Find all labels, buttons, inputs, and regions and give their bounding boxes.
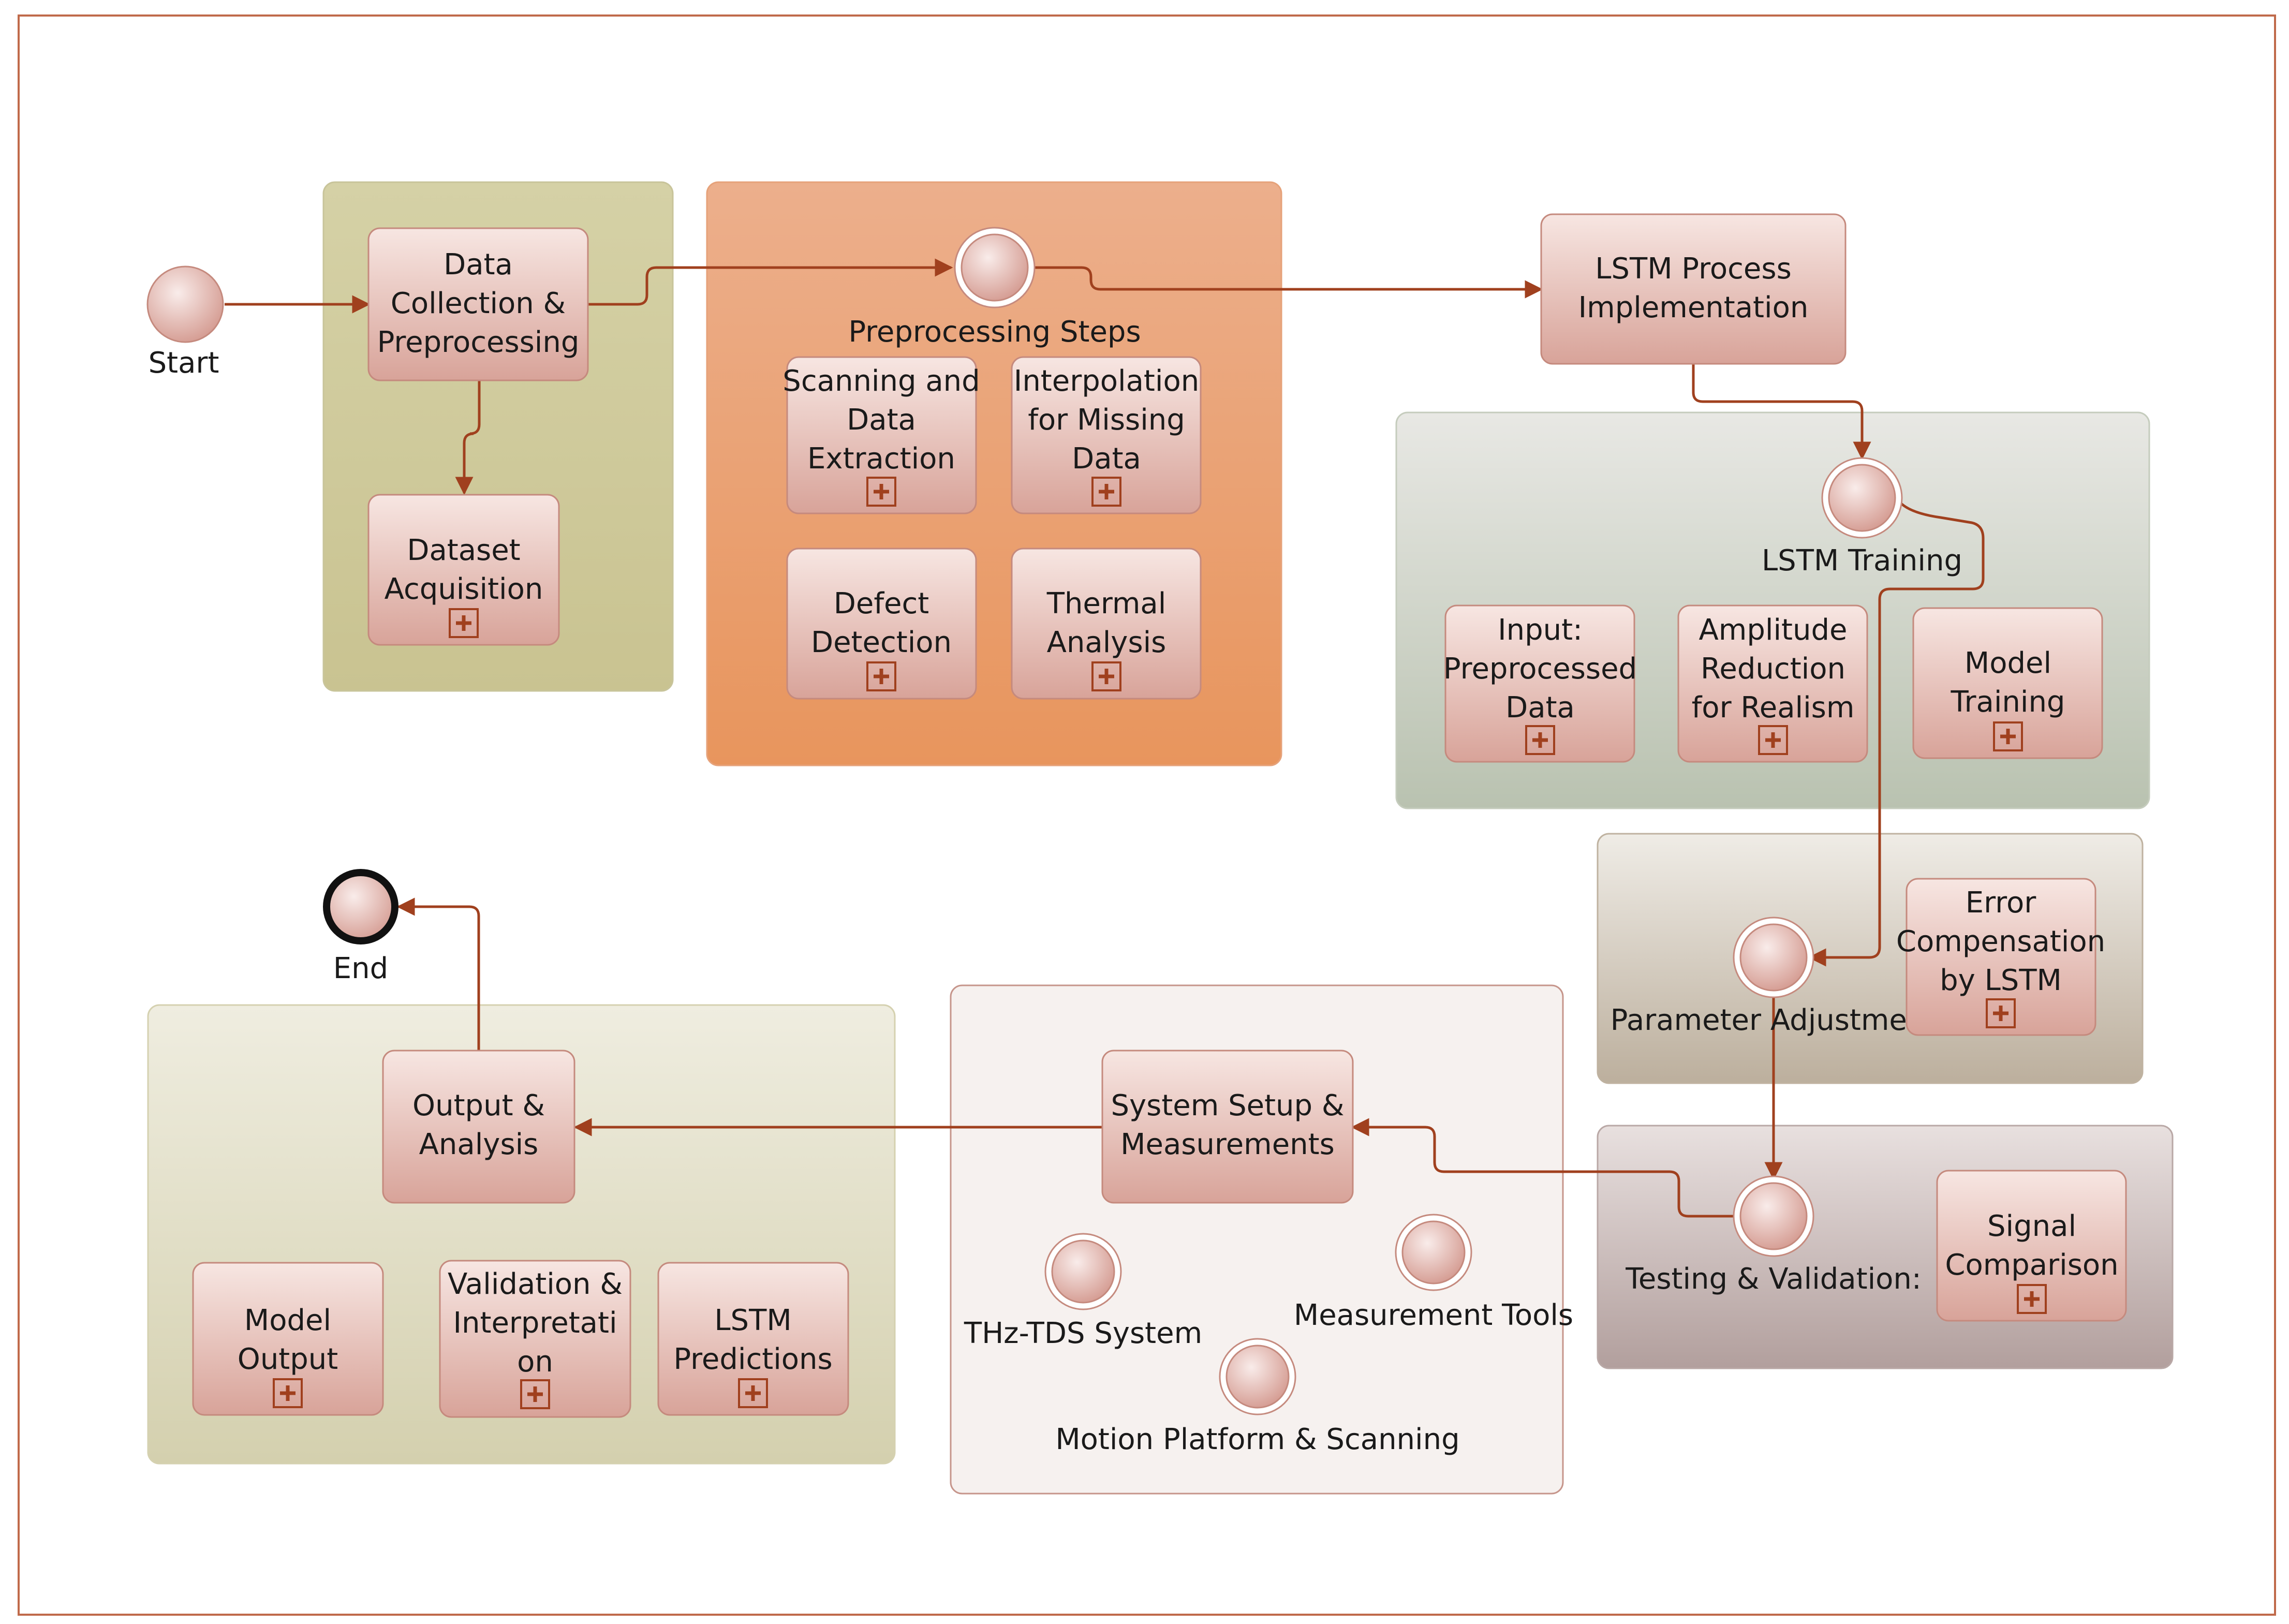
testing-event[interactable]: Testing & Validation: (1625, 1175, 1922, 1296)
expand-icon[interactable] (738, 1378, 768, 1408)
measurement-tools-label: Measurement Tools (1294, 1298, 1573, 1332)
start-event[interactable]: Start (146, 265, 224, 380)
start-label: Start (149, 346, 219, 380)
end-label: End (333, 952, 388, 985)
parameter-adjustment-title: Parameter Adjustment (1611, 1003, 1937, 1037)
motion-platform-event[interactable]: Motion Platform & Scanning (1055, 1338, 1460, 1456)
parameter-adjustment-event-circle[interactable] (1739, 923, 1808, 992)
expand-icon[interactable] (520, 1379, 550, 1409)
end-event[interactable]: End (323, 869, 398, 985)
arrow-lstm-to-training (1692, 364, 1871, 460)
arrow-collection-to-preprocessing (588, 258, 953, 306)
task-output-analysis-label: Output &Analysis (412, 1089, 545, 1161)
expand-icon[interactable] (1091, 477, 1121, 507)
testing-title: Testing & Validation: (1625, 1262, 1922, 1296)
expand-icon[interactable] (1993, 721, 2023, 751)
motion-platform-circle[interactable] (1225, 1345, 1290, 1409)
expand-icon[interactable] (1091, 661, 1121, 691)
preprocessing-event-circle[interactable] (961, 233, 1029, 302)
expand-icon[interactable] (2017, 1284, 2047, 1314)
arrow-testing-to-setup (1351, 1118, 1736, 1218)
arrow-training-to-adjustment (1808, 497, 1985, 967)
task-system-setup-label: System Setup &Measurements (1111, 1089, 1344, 1161)
arrow-output-to-end (396, 897, 480, 1051)
arrow-collection-to-acquisition (455, 380, 481, 495)
end-circle[interactable] (323, 869, 398, 944)
expand-icon[interactable] (866, 477, 896, 507)
lstm-training-title: LSTM Training (1762, 544, 1962, 578)
motion-platform-label: Motion Platform & Scanning (1055, 1423, 1459, 1456)
testing-event-circle[interactable] (1739, 1182, 1808, 1250)
connectors (225, 258, 1985, 1218)
start-circle[interactable] (146, 265, 224, 343)
expand-icon[interactable] (1525, 725, 1555, 755)
thz-tds-label: THz-TDS System (964, 1317, 1202, 1350)
expand-icon[interactable] (449, 608, 479, 638)
lstm-training-event-circle[interactable] (1828, 464, 1896, 532)
measurement-tools-event[interactable]: Measurement Tools (1294, 1214, 1573, 1332)
task-output-analysis[interactable]: Output &Analysis (382, 1050, 575, 1204)
task-system-setup[interactable]: System Setup &Measurements (1101, 1050, 1354, 1204)
preprocessing-title: Preprocessing Steps (848, 315, 1141, 349)
arrow-preprocessing-to-lstm (1035, 266, 1543, 299)
preprocessing-event[interactable]: Preprocessing Steps (848, 227, 1141, 349)
expand-icon[interactable] (1758, 725, 1788, 755)
lstm-training-event[interactable]: LSTM Training (1762, 457, 1962, 578)
parameter-adjustment-event[interactable]: Parameter Adjustment (1611, 917, 1937, 1037)
thz-tds-circle[interactable] (1051, 1239, 1115, 1304)
thz-tds-event[interactable]: THz-TDS System (964, 1233, 1202, 1350)
expand-icon[interactable] (1986, 998, 2016, 1028)
expand-icon[interactable] (866, 661, 896, 691)
expand-icon[interactable] (273, 1378, 303, 1408)
measurement-tools-circle[interactable] (1401, 1220, 1466, 1285)
